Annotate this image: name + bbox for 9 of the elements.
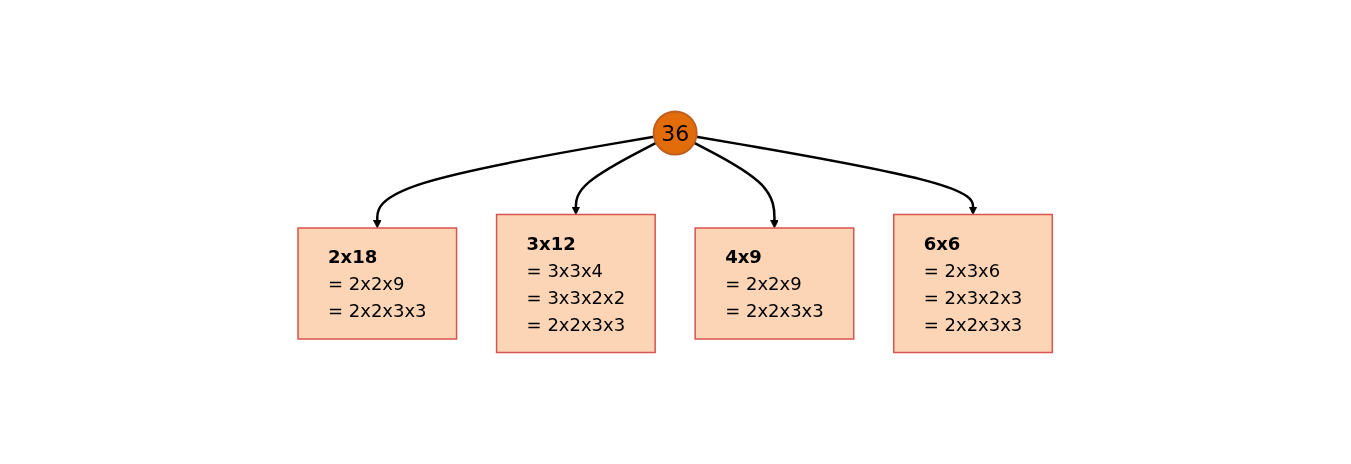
arrow bbox=[694, 141, 780, 229]
node-box: 3x12 = 3x3x4 = 3x3x2x2 = 2x2x3x3 bbox=[496, 213, 657, 354]
node-box: 2x18 = 2x2x9 = 2x2x3x3 bbox=[297, 227, 458, 340]
node-box: 4x9 = 2x2x9 = 2x2x3x3 bbox=[694, 227, 855, 340]
node-circle: 36 bbox=[653, 110, 698, 156]
arrow bbox=[571, 141, 657, 215]
arrow bbox=[696, 135, 978, 215]
node-box: 6x6 = 2x3x6 = 2x3x2x3 = 2x2x3x3 bbox=[893, 213, 1054, 354]
arrow bbox=[373, 135, 655, 229]
